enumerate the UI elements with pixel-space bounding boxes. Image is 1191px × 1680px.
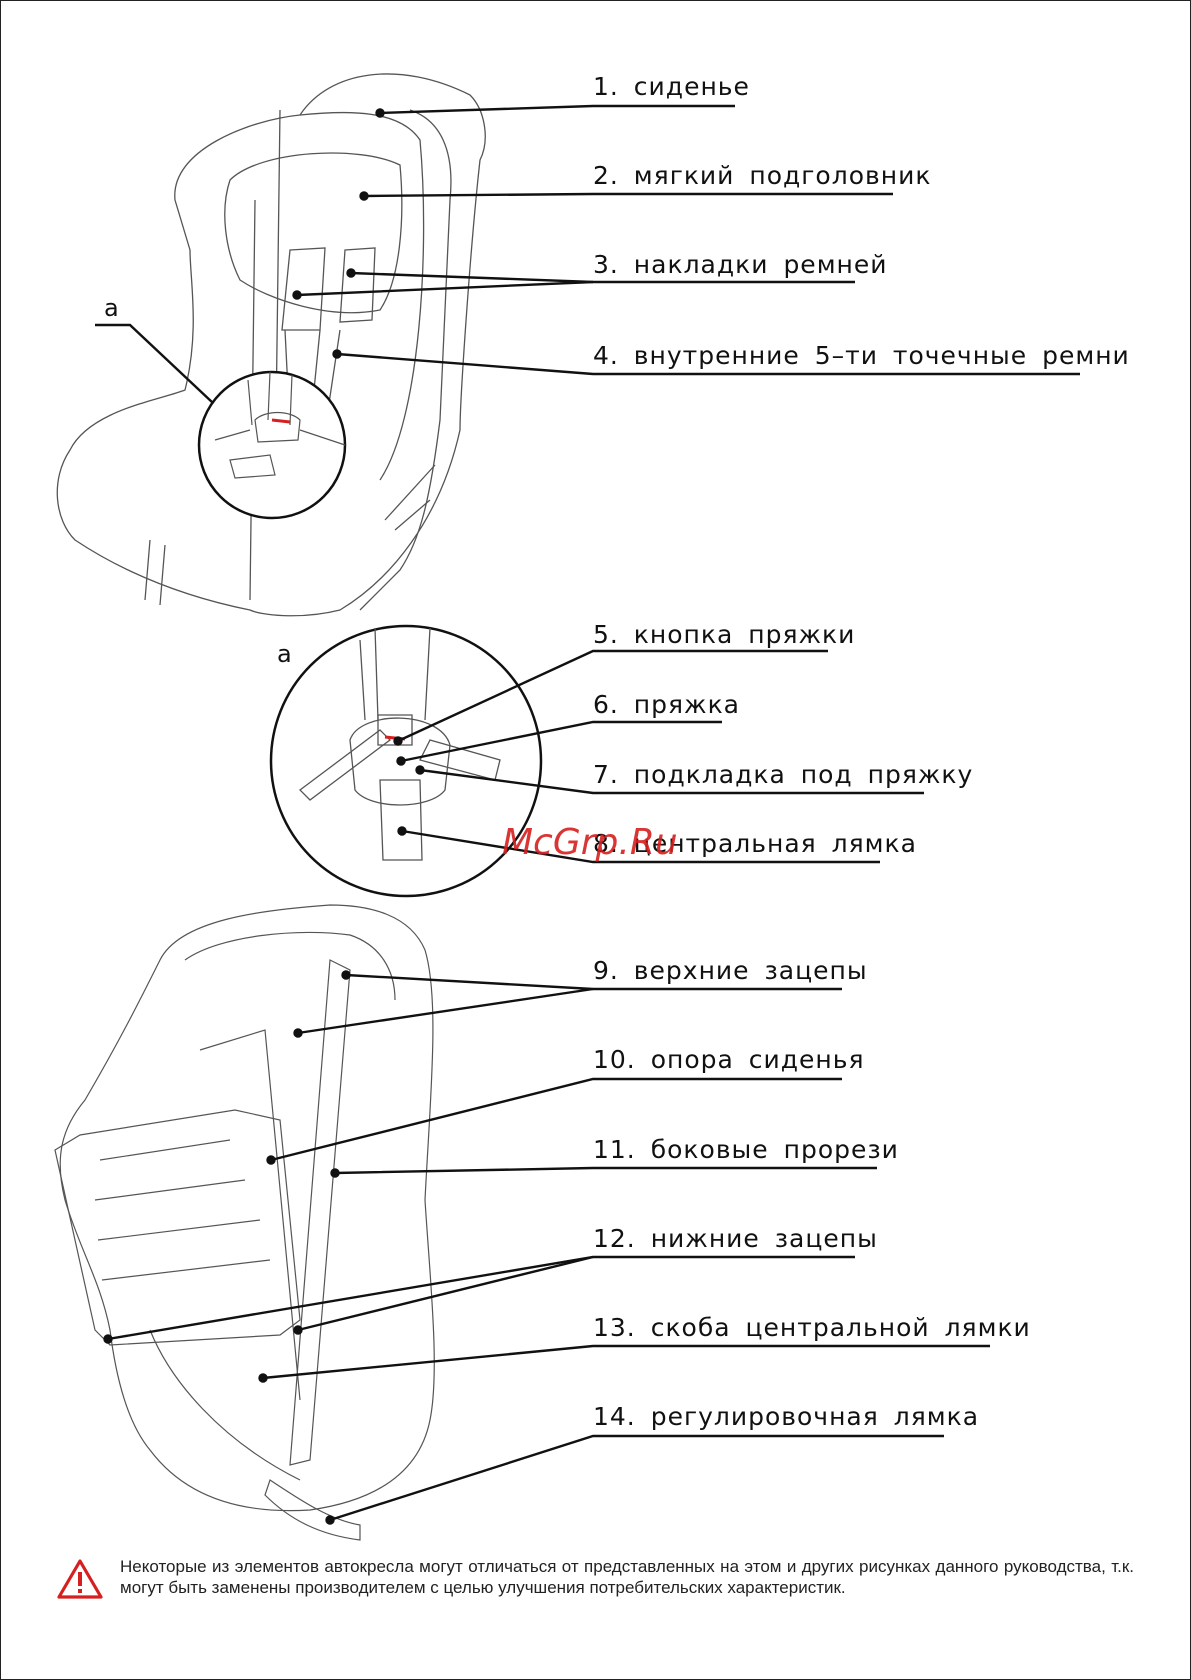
label-upper-hooks: 9. верхние зацепы: [593, 956, 868, 985]
detail-letter-middle: a: [277, 640, 292, 668]
label-buckle: 6. пряжка: [593, 690, 740, 719]
car-seat-back-drawing: [54, 904, 435, 1541]
label-crotch-strap-bracket: 13. скоба центральной лямки: [593, 1313, 1031, 1342]
detail-circle-top: [197, 370, 347, 520]
disclaimer-note: Некоторые из элементов автокресла могут …: [120, 1557, 1134, 1597]
label-seat-base: 10. опора сиденья: [593, 1045, 865, 1074]
label-seat: 1. сиденье: [593, 72, 750, 101]
watermark: McGrp.Ru: [502, 822, 678, 863]
label-lower-hooks: 12. нижние зацепы: [593, 1224, 878, 1253]
label-strap-pads: 3. накладки ремней: [593, 250, 888, 279]
leader-lines: [95, 104, 1080, 1525]
label-headrest: 2. мягкий подголовник: [593, 161, 932, 190]
label-side-slots: 11. боковые прорези: [593, 1135, 899, 1164]
detail-circle-top-content: [214, 371, 346, 479]
label-buckle-pad: 7. подкладка под пряжку: [593, 760, 974, 789]
warning-triangle-icon: [57, 1559, 103, 1599]
label-crotch-strap: 8. центральная лямка: [593, 829, 917, 858]
label-harness: 4. внутренние 5–ти точечные ремни: [593, 341, 1130, 370]
label-adjuster-strap: 14. регулировочная лямка: [593, 1402, 980, 1431]
label-buckle-button: 5. кнопка пряжки: [593, 620, 856, 649]
detail-letter-top: a: [104, 294, 119, 322]
car-seat-front-drawing: [56, 73, 486, 617]
